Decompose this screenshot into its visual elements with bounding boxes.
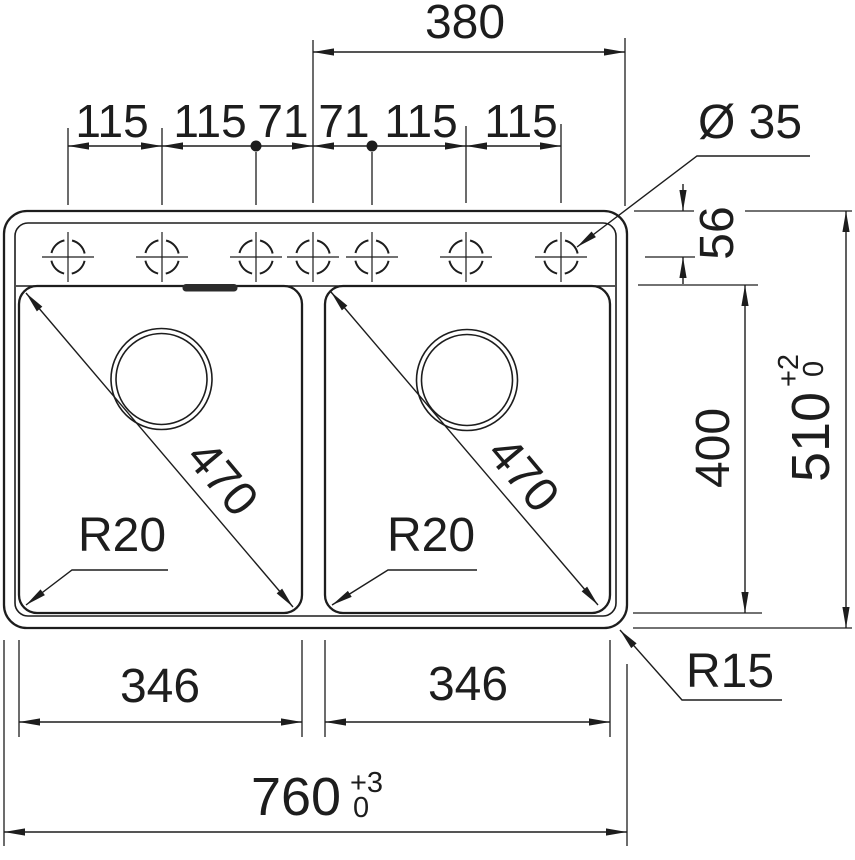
dim-label-spacing-4: 71	[318, 95, 369, 147]
dim-label-760-tol-minus: 0	[353, 792, 369, 824]
dim-label-r15: R15	[686, 645, 774, 698]
dim-label-r20-left: R20	[78, 509, 166, 562]
dim-label-spacing-3: 71	[257, 95, 308, 147]
sink-outer-edge	[2, 209, 629, 630]
dim-line-470-left	[25, 292, 294, 608]
faucet-hole-6	[440, 232, 492, 282]
dim-label-spacing-5: 115	[384, 95, 457, 147]
faucet-hole-1	[42, 232, 94, 282]
sink-outline-group	[2, 209, 629, 630]
r20-right-leader	[331, 569, 477, 606]
dim-label-510-group: 510 +2 0	[773, 354, 841, 482]
right-dimensions-group	[633, 184, 852, 629]
dim-label-510-tol-minus: 0	[798, 361, 830, 377]
dim-label-760-group: 760 +3 0	[251, 767, 383, 827]
faucet-hole-4	[287, 232, 339, 282]
r15-leader	[619, 629, 782, 701]
dim-label-760-value: 760	[251, 767, 341, 827]
right-bowl	[323, 284, 612, 615]
overflow-slot	[182, 284, 238, 292]
left-drain-inner	[115, 332, 208, 426]
dim-label-346-left: 346	[120, 660, 200, 713]
bowl-dimensions-group	[25, 291, 599, 608]
faucet-hole-2	[136, 232, 188, 282]
dim-label-56: 56	[691, 206, 744, 259]
dim-label-380: 380	[425, 0, 505, 49]
left-drain-outer	[110, 327, 213, 431]
faucet-hole-3	[230, 232, 282, 282]
hole-diameter-leader	[576, 155, 810, 248]
chain-dot	[366, 140, 378, 152]
dim-label-r20-right: R20	[387, 509, 475, 562]
faucet-hole-7	[535, 232, 587, 282]
faucet-hole-5	[346, 232, 398, 282]
dim-label-510-tol-plus: +2	[773, 354, 805, 387]
dim-label-760-tol-plus: +3	[350, 767, 383, 799]
sink-rim-line	[14, 222, 617, 617]
dim-label-346-right: 346	[428, 658, 508, 711]
dim-label-470-left: 470	[176, 431, 268, 526]
faucet-holes-group	[42, 232, 587, 282]
bottom-dimensions-group	[3, 629, 782, 846]
left-bowl	[17, 284, 304, 615]
dim-label-spacing-6: 115	[484, 95, 557, 147]
top-dimensions-group	[67, 38, 810, 248]
chain-dot	[250, 140, 262, 152]
right-drain-outer	[415, 328, 519, 432]
dim-label-spacing-1: 115	[75, 95, 148, 147]
dim-label-510-value: 510	[781, 392, 841, 482]
dim-label-hole-diameter: Ø 35	[698, 96, 802, 149]
dim-label-470-right: 470	[477, 427, 569, 522]
r20-left-leader	[25, 569, 168, 606]
right-drain-inner	[420, 333, 514, 427]
dim-label-spacing-2: 115	[173, 95, 246, 147]
dim-line-470-right	[330, 291, 599, 606]
dim-label-400: 400	[687, 408, 740, 488]
